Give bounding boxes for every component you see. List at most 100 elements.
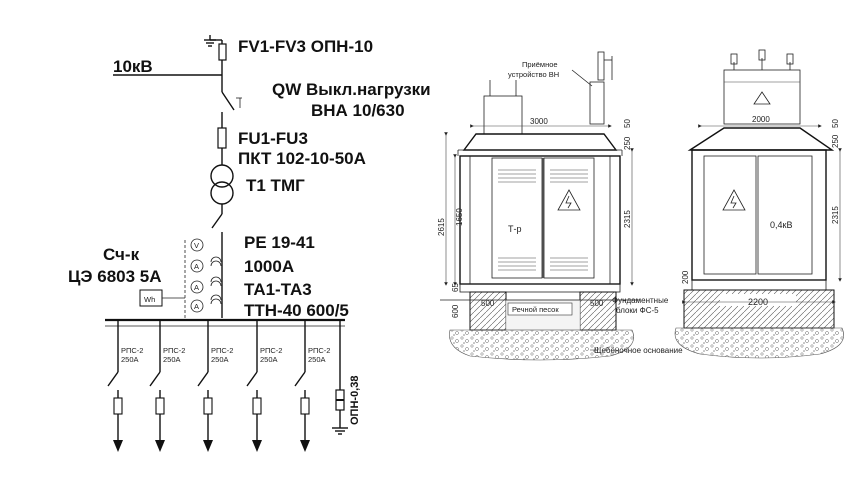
fuse-label-2: ПКТ 102-10-50А (238, 149, 366, 168)
side-view-drawing: 2000 0,4кВ 2200 200 2315 250 50 (674, 49, 844, 359)
current-transformer-icon (210, 276, 222, 283)
feeder-fuse (203, 397, 213, 415)
meter-label-1: Сч-к (103, 245, 140, 264)
inlet-label-1: Приёмное (522, 60, 558, 69)
substation-body (459, 155, 621, 285)
dim-2315: 2315 (623, 210, 632, 228)
single-line-schematic: V A A A Wh РПС-2 250А (68, 35, 431, 452)
front-view-drawing: Приёмное устройство ВН 3000 (437, 51, 683, 361)
side-dim-top: 2000 (752, 115, 770, 124)
outgoing-arrow-icon (155, 440, 165, 452)
feeder-4: РПС-2 250А (246, 320, 282, 452)
feeder-5: РПС-2 250А (294, 320, 330, 452)
ammeter-icon (190, 280, 204, 294)
feeder-rating: 250А (260, 355, 278, 364)
side-dim-250: 250 (831, 134, 840, 148)
ct-label-2: ТТН-40 600/5 (244, 301, 349, 320)
sand-label: Речной песок (512, 305, 559, 314)
dim-50: 50 (623, 119, 632, 128)
ct-label-1: ТА1-ТА3 (244, 280, 312, 299)
front-base (459, 283, 621, 293)
ammeter-symbol: A (194, 283, 199, 292)
ammeter-symbol: A (194, 302, 199, 311)
foundation-label-1: Фундаментные (612, 296, 669, 305)
sand-label-box (507, 302, 573, 316)
transformer-label: Т1 ТМГ (246, 176, 305, 195)
hv-fuse (217, 127, 227, 149)
high-voltage-warning-icon (753, 91, 771, 105)
voltmeter-symbol: V (194, 241, 199, 250)
high-voltage-warning-icon (722, 189, 746, 211)
feeder-name: РПС-2 (121, 346, 143, 355)
lv-switch-label-2: 1000А (244, 257, 294, 276)
load-switch-blade (221, 91, 235, 111)
hv-inlet-box (483, 95, 523, 135)
transformer-door-label: Т-р (508, 224, 522, 234)
feeder-fuse (155, 397, 165, 415)
side-door-left (703, 155, 757, 275)
lv-switch-label-1: РЕ 19-41 (244, 233, 315, 252)
side-door-label: 0,4кВ (770, 220, 792, 230)
gravel-base (449, 329, 634, 361)
side-body (691, 149, 827, 281)
lv-arrester-label: ОПН-0,38 (349, 376, 361, 425)
fuse-label-1: FU1-FU3 (238, 129, 308, 148)
outgoing-arrow-icon (113, 440, 123, 452)
side-dim-200: 200 (681, 270, 690, 284)
feeder-3: РПС-2 250А (197, 320, 233, 452)
feeder-rating: 250А (308, 355, 326, 364)
transformer-door (491, 157, 543, 279)
dim-65: 65 (451, 283, 460, 292)
feeder-1: РПС-2 250А (107, 320, 143, 452)
transformer-primary (210, 164, 234, 188)
side-roof (687, 127, 835, 151)
ammeter-icon (190, 259, 204, 273)
high-voltage-warning-icon (557, 189, 581, 211)
voltmeter-icon (190, 238, 204, 252)
side-door-right (757, 155, 813, 275)
vent-louvers (498, 169, 588, 271)
feeder-name: РПС-2 (308, 346, 330, 355)
arrester-symbol (218, 43, 227, 61)
ammeter-icon (190, 299, 204, 313)
foundation-block (579, 291, 617, 331)
feeder-rating: 250А (163, 355, 181, 364)
meter-label-2: ЦЭ 6803 5А (68, 267, 162, 286)
roof (462, 133, 618, 151)
feeder-rating: 250А (211, 355, 229, 364)
side-base (691, 279, 827, 291)
gravel-label: Щебёночное основание (594, 346, 683, 355)
feeder-name: РПС-2 (260, 346, 282, 355)
current-transformer-icon (210, 256, 222, 263)
feeder-fuse (113, 397, 123, 415)
lv-switch-blade (211, 213, 223, 229)
side-gravel (674, 327, 844, 359)
feeder-2: РПС-2 250А (149, 320, 185, 452)
switch-label-2: ВНА 10/630 (311, 101, 405, 120)
outgoing-arrow-icon (252, 440, 262, 452)
feeder-rating: 250А (121, 355, 139, 364)
dim-500-left: 500 (481, 299, 495, 308)
inlet-device (589, 81, 605, 125)
dim-2615: 2615 (437, 218, 446, 236)
dim-600: 600 (451, 304, 460, 318)
energy-meter-symbol: Wh (144, 295, 155, 304)
dim-250: 250 (623, 136, 632, 150)
feeder-name: РПС-2 (163, 346, 185, 355)
current-transformer-icon (210, 294, 222, 301)
lv-arrester: ОПН-0,38 (332, 320, 361, 435)
arrester-label: FV1-FV3 ОПН-10 (238, 37, 373, 56)
dim-width: 3000 (530, 117, 548, 126)
feeder-fuse (300, 397, 310, 415)
feeder-fuse (252, 397, 262, 415)
outgoing-arrow-icon (203, 440, 213, 452)
ammeter-symbol: A (194, 262, 199, 271)
switch-label-1: QW Выкл.нагрузки (272, 80, 431, 99)
dim-1650: 1650 (455, 208, 464, 226)
side-dim-2315: 2315 (831, 206, 840, 224)
inlet-label-2: устройство ВН (508, 70, 559, 79)
switchgear-door (543, 157, 595, 279)
transformer-secondary (210, 181, 234, 205)
side-dim-bottom: 2200 (748, 297, 768, 307)
